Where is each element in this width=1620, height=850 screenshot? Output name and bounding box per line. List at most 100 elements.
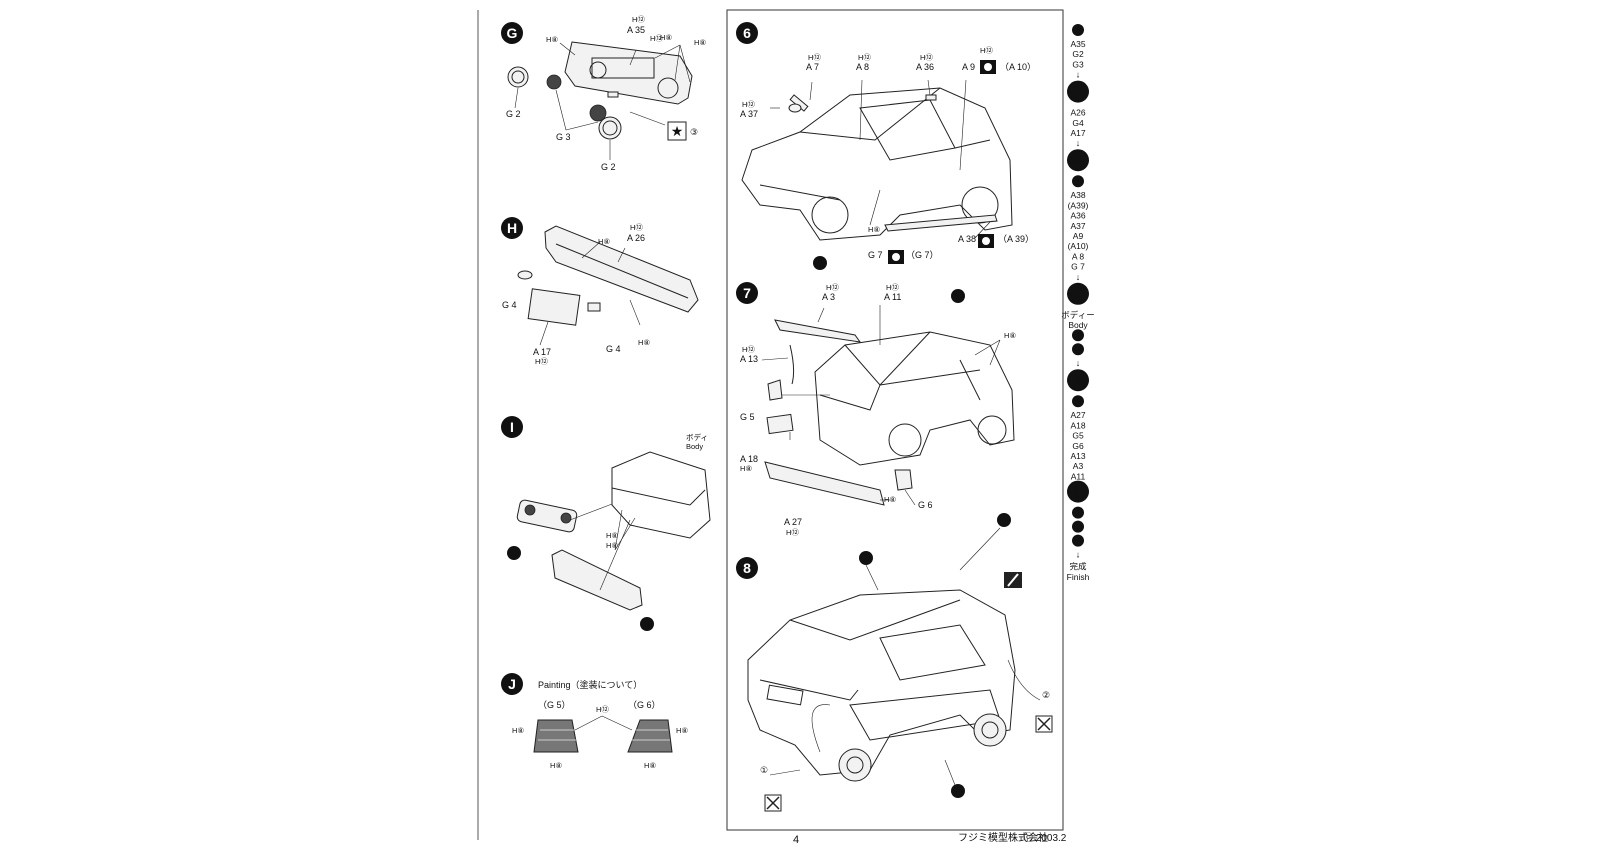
step-7-badge: 7	[736, 282, 758, 304]
assembly-sequence-column: GA35G2G3↓HA26G4A17↓65A38(A39)A36A37A9(A1…	[1061, 24, 1095, 582]
label-h8: H⑧	[606, 531, 618, 540]
svg-text:7: 7	[743, 285, 751, 301]
label-g5: （G 5）	[538, 700, 571, 710]
sequence-sub-badge: 5	[1072, 175, 1084, 188]
svg-text:↓: ↓	[1076, 138, 1081, 148]
label-h8: H⑧	[512, 726, 524, 735]
sequence-sub-badge: G	[1072, 24, 1084, 36]
svg-text:A27: A27	[1070, 410, 1085, 420]
label-g3: G 3	[556, 132, 571, 142]
paint-swatch-icon	[980, 60, 996, 74]
publisher-name: フジミ模型株式会社	[958, 831, 1048, 844]
label-a11: A 11	[884, 292, 901, 302]
svg-text:6: 6	[743, 25, 751, 41]
sub-step-badge: 4	[951, 784, 965, 798]
label-a27: A 27	[784, 517, 802, 527]
sequence-part-label: G3	[1072, 59, 1084, 69]
complete-car-illustration	[747, 527, 1041, 786]
step-g-badge: G	[501, 22, 523, 44]
g5-taillight-illustration	[533, 719, 579, 753]
label-a7: A 7	[806, 62, 819, 72]
sequence-sub-badge: 7	[1072, 520, 1084, 533]
svg-text:6: 6	[1074, 152, 1082, 168]
svg-text:完成: 完成	[1069, 562, 1087, 572]
star-note: ★ ③	[667, 121, 698, 141]
svg-text:G: G	[510, 549, 517, 559]
svg-text:G 7: G 7	[1071, 262, 1085, 272]
label-g7: G 7	[868, 250, 883, 260]
sequence-part-label: A17	[1070, 128, 1085, 138]
painting-title: Painting（塗装について）	[538, 679, 642, 690]
paint-swatch-icon	[978, 234, 994, 248]
sequence-part-label: Body	[1068, 320, 1088, 330]
sequence-arrow-icon: ↓	[1076, 358, 1081, 368]
sequence-step-badge: 6	[1067, 149, 1089, 172]
step-7: 7 H⑫ A 3 H⑫ A 11	[736, 282, 1016, 537]
label-h8: H⑧	[884, 495, 896, 504]
svg-text:A26: A26	[1070, 108, 1085, 118]
label-a37: A 37	[740, 109, 758, 119]
svg-text:5: 5	[1076, 177, 1081, 187]
svg-text:G6: G6	[1072, 441, 1084, 451]
label-g4: G 4	[502, 300, 517, 310]
label-h12: H⑫	[886, 283, 899, 292]
svg-text:A38: A38	[1070, 190, 1085, 200]
svg-text:H: H	[507, 220, 517, 236]
svg-text:↓: ↓	[1076, 70, 1081, 80]
label-circle-1: ①	[760, 765, 768, 775]
svg-text:A37: A37	[1070, 221, 1085, 231]
sub-step-badge: 5	[813, 256, 827, 270]
svg-text:7: 7	[1076, 522, 1081, 532]
svg-text:8: 8	[1074, 484, 1082, 500]
label-g2: G 2	[601, 162, 616, 172]
sequence-sub-badge: 6	[1072, 395, 1084, 408]
right-panel-frame	[726, 9, 1064, 831]
sequence-part-label: A37	[1070, 221, 1085, 231]
svg-text:G: G	[1075, 26, 1082, 36]
star-icon: ★	[671, 123, 684, 139]
sequence-part-label: ボディー	[1061, 310, 1094, 320]
car-rear-illustration	[761, 305, 1015, 506]
svg-text:A13: A13	[1070, 451, 1085, 461]
sequence-part-label: A13	[1070, 451, 1085, 461]
sequence-sub-badge: 4	[1072, 506, 1084, 519]
body-front-illustration	[516, 451, 711, 611]
label-h8: H⑧	[740, 464, 752, 473]
grille-part-illustration	[507, 41, 693, 160]
label-a39: （A 39）	[998, 234, 1034, 244]
sequence-step-badge: I	[1067, 282, 1089, 305]
label-g6: （G 6）	[628, 700, 661, 710]
label-a9: A 9	[962, 62, 975, 72]
svg-text:A11: A11	[1071, 471, 1086, 481]
svg-text:H: H	[1073, 84, 1083, 100]
svg-text:G: G	[507, 25, 518, 41]
svg-text:6: 6	[955, 292, 960, 302]
svg-text:↓: ↓	[1076, 550, 1081, 560]
decal-icon	[1035, 715, 1053, 733]
label-h8: H⑧	[546, 35, 558, 44]
label-a8: A 8	[856, 62, 869, 72]
paint-swatch-icon	[888, 250, 904, 264]
label-h8: H⑧	[868, 225, 880, 234]
ref-badge-g: G	[507, 546, 521, 560]
step-g: G H⑫ A 35 H⑧ H⑧ H⑧ H⑫ G 2	[501, 15, 706, 172]
label-h8: H⑧	[1004, 331, 1016, 340]
label-h12: H⑫	[858, 53, 871, 62]
label-a18: A 18	[740, 454, 758, 464]
svg-text:(A39): (A39)	[1068, 200, 1089, 210]
label-h8: H⑧	[638, 338, 650, 347]
g6-taillight-illustration	[627, 719, 673, 753]
svg-text:8: 8	[743, 560, 751, 576]
sequence-part-label: A38	[1070, 190, 1085, 200]
svg-text:G5: G5	[1072, 431, 1084, 441]
label-a17: A 17	[533, 347, 551, 357]
svg-text:6: 6	[1076, 397, 1081, 407]
sequence-part-label: A18	[1070, 420, 1085, 430]
svg-text:7: 7	[1074, 372, 1082, 388]
label-a36: A 36	[916, 62, 934, 72]
step-8: 8 7 F	[736, 513, 1053, 812]
car-body-side-illustration	[741, 79, 1013, 241]
step-6-badge: 6	[736, 22, 758, 44]
svg-text:A3: A3	[1073, 461, 1084, 471]
